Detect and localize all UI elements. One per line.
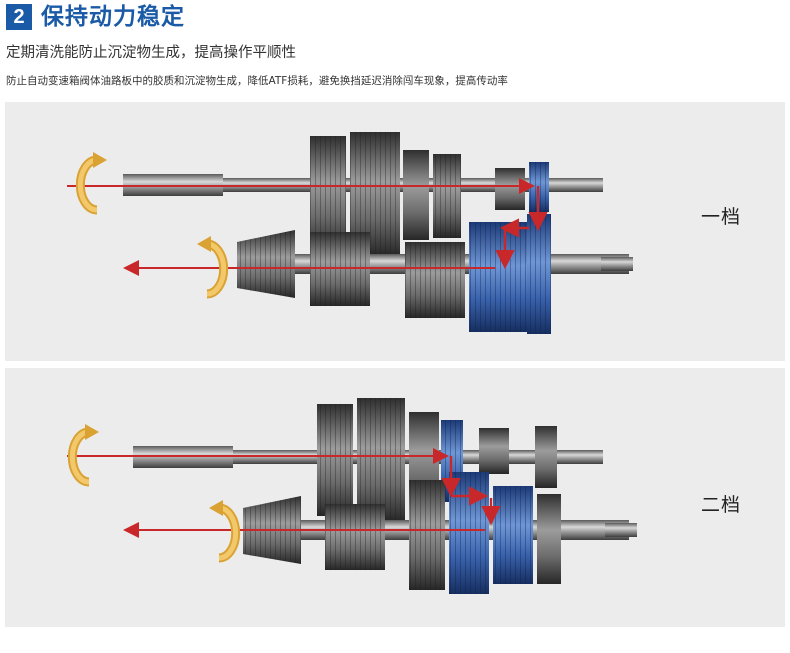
upper-gear-5: [495, 168, 525, 210]
gear-diagram-panel-second: 二档: [5, 368, 785, 627]
gear-label-first: 一档: [701, 206, 742, 228]
upper-gear-3: [403, 150, 429, 240]
section-title: 保持动力稳定: [41, 4, 185, 30]
section-header: 2 保持动力稳定: [6, 2, 185, 32]
upper-gear-4: [479, 428, 509, 474]
lower-gear-3: [537, 494, 561, 584]
rotation-arrow-input-icon: [75, 152, 107, 215]
section-description: 防止自动变速箱阀体油路板中的胶质和沉淀物生成，降低ATF损耗，避免换挡延迟消除闯…: [6, 75, 508, 87]
gear-label-second: 二档: [701, 494, 742, 516]
transmission-illustration-first-gear: [67, 132, 633, 334]
output-shaft-thread: [605, 523, 637, 537]
section-number-badge: 2: [6, 4, 32, 30]
section-subtitle: 定期清洗能防止沉淀物生成，提高操作平顺性: [6, 45, 296, 61]
rotation-arrow-output-icon: [209, 500, 241, 563]
upper-gear-5: [535, 426, 557, 488]
rotation-arrow-output-icon: [197, 236, 229, 299]
output-shaft-thread: [601, 257, 633, 271]
rotation-arrow-input-icon: [67, 424, 99, 487]
transmission-illustration-second-gear: [67, 398, 637, 594]
gear-diagram-panel-first: 一档: [5, 102, 785, 361]
